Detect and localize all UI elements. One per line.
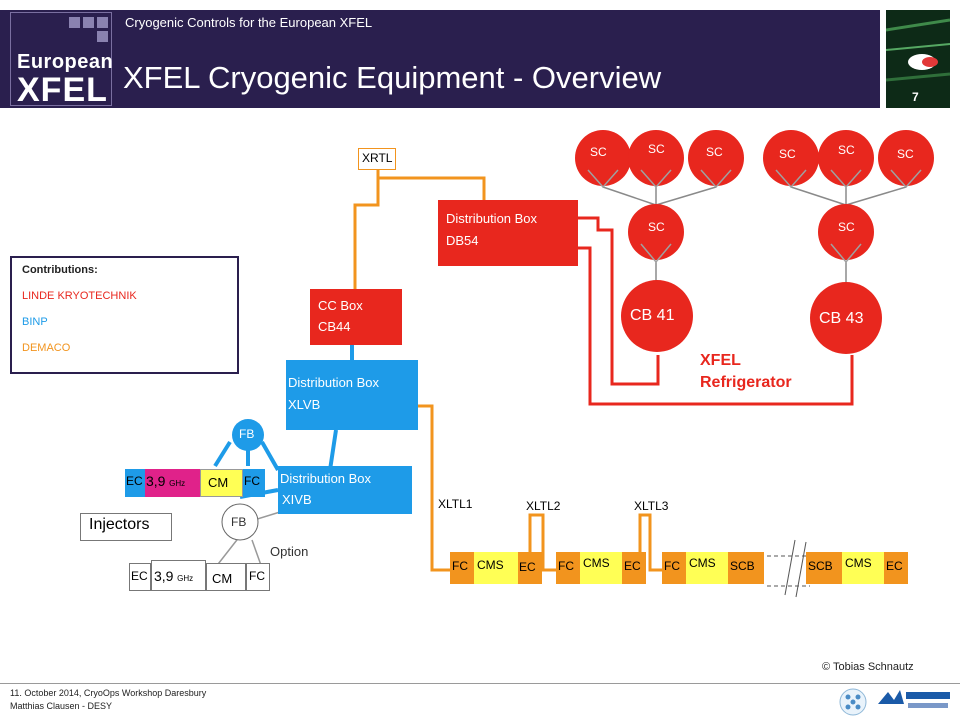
footer-divider (0, 683, 960, 684)
linde-lines (578, 216, 854, 406)
distribution-box-xivb: Distribution Box XIVB (278, 466, 412, 514)
sc-circle (763, 130, 819, 189)
cb41-label: CB 41 (630, 307, 675, 324)
sc-label: SC (648, 142, 665, 156)
injectors-label: Injectors (80, 513, 172, 541)
presentation-subtitle: Cryogenic Controls for the European XFEL (125, 15, 373, 30)
page-number: 7 (912, 90, 919, 104)
inj2-ghz: GHz (177, 574, 194, 583)
sc-label: SC (838, 220, 855, 234)
inj2-freq: 3,9 (154, 568, 174, 584)
sc-circle (878, 130, 934, 189)
sc-circle (628, 130, 684, 189)
footer-author: Matthias Clausen - DESY (10, 701, 113, 711)
fb-circle (232, 419, 264, 451)
sc-circle (575, 130, 631, 189)
cb43-circle (810, 282, 882, 354)
sc-label: SC (779, 147, 796, 161)
european-xfel-logo: European XFEL (10, 12, 113, 109)
desy-logo (838, 687, 868, 722)
xivb-label-line2: XIVB (282, 492, 312, 507)
contributions-title: Contributions: (22, 264, 98, 276)
fb-label: FB (239, 427, 255, 441)
sc-circle (818, 204, 874, 264)
db54-label-line2: DB54 (446, 233, 479, 248)
distribution-box-xlvb: Distribution Box XLVB (286, 360, 418, 430)
inj2-freq-cell: 3,9 GHz (151, 560, 206, 591)
sc-label: SC (590, 145, 607, 159)
module-cms: CMS (580, 552, 622, 584)
ccbox-label-line2: CB44 (318, 319, 351, 334)
header-bar (0, 10, 880, 108)
sc-group-cb43 (763, 130, 934, 264)
module-cms: CMS (842, 552, 884, 584)
xivb-label-line1: Distribution Box (280, 471, 372, 486)
contributions-legend: Contributions: LINDE KRYOTECHNIK BINP DE… (10, 256, 239, 374)
ccbox-label-line1: CC Box (318, 298, 363, 313)
inj1-ghz: GHz (169, 479, 186, 488)
break-marks (767, 539, 810, 598)
module-scb: SCB (806, 552, 842, 584)
inj1-fc: FC (243, 469, 265, 497)
slide-title: XFEL Cryogenic Equipment - Overview (123, 60, 662, 95)
distribution-box-db54: Distribution Box DB54 (438, 200, 578, 266)
header-thumbnail-image (886, 10, 950, 108)
module-scb: SCB (728, 552, 764, 584)
inj2-ec: EC (129, 563, 151, 591)
contributor-linde: LINDE KRYOTECHNIK (22, 290, 137, 302)
footer-event: 11. October 2014, CryoOps Workshop Dares… (10, 688, 207, 698)
refrigerator-label-line1: XFEL (700, 352, 741, 369)
inj1-freq-cell: 3,9 GHz (145, 469, 200, 497)
inj1-freq: 3,9 (146, 473, 166, 489)
sc-group-cb41 (575, 130, 744, 264)
contributor-binp: BINP (22, 316, 48, 328)
cb43-label: CB 43 (819, 310, 864, 327)
xlvb-label-line2: XLVB (288, 397, 321, 412)
inj2-cm: CM (206, 563, 246, 591)
sc-circle (818, 130, 874, 189)
sc-circle (628, 204, 684, 264)
module-cms: CMS (686, 552, 728, 584)
db54-label-line1: Distribution Box (446, 211, 538, 226)
inj2-fc: FC (246, 563, 270, 591)
sc-label: SC (897, 147, 914, 161)
xrtl-label: XRTL (358, 148, 396, 170)
xltl2-label: XLTL2 (526, 499, 561, 513)
xlvb-label-line1: Distribution Box (288, 375, 380, 390)
module-fc: FC (556, 552, 580, 584)
sc-stems (602, 186, 907, 282)
cb41-circle (621, 280, 693, 352)
module-ec: EC (622, 552, 646, 584)
contributor-demaco: DEMACO (22, 342, 71, 354)
inj1-ec: EC (125, 469, 145, 497)
refrigerator-label-line2: Refrigerator (700, 374, 792, 391)
module-fc: FC (662, 552, 686, 584)
sc-circle (688, 130, 744, 189)
sc-label: SC (706, 145, 723, 159)
fb-option-circle (221, 503, 259, 541)
module-ec: EC (884, 552, 908, 584)
module-ec: EC (518, 552, 542, 584)
xltl3-label: XLTL3 (634, 499, 669, 513)
cryogenic-overview-diagram (213, 130, 934, 598)
fb-option-label: FB (231, 515, 247, 529)
cc-box-cb44: CC Box CB44 (310, 289, 402, 345)
xltl1-label: XLTL1 (438, 497, 473, 511)
option-label: Option (270, 544, 309, 559)
module-cms: CMS (474, 552, 518, 584)
copyright-credit: © Tobias Schnautz (822, 661, 914, 673)
sc-label: SC (648, 220, 665, 234)
sc-label: SC (838, 143, 855, 157)
inj1-cm: CM (200, 469, 243, 497)
module-fc: FC (450, 552, 474, 584)
helmholtz-logo (876, 686, 952, 721)
